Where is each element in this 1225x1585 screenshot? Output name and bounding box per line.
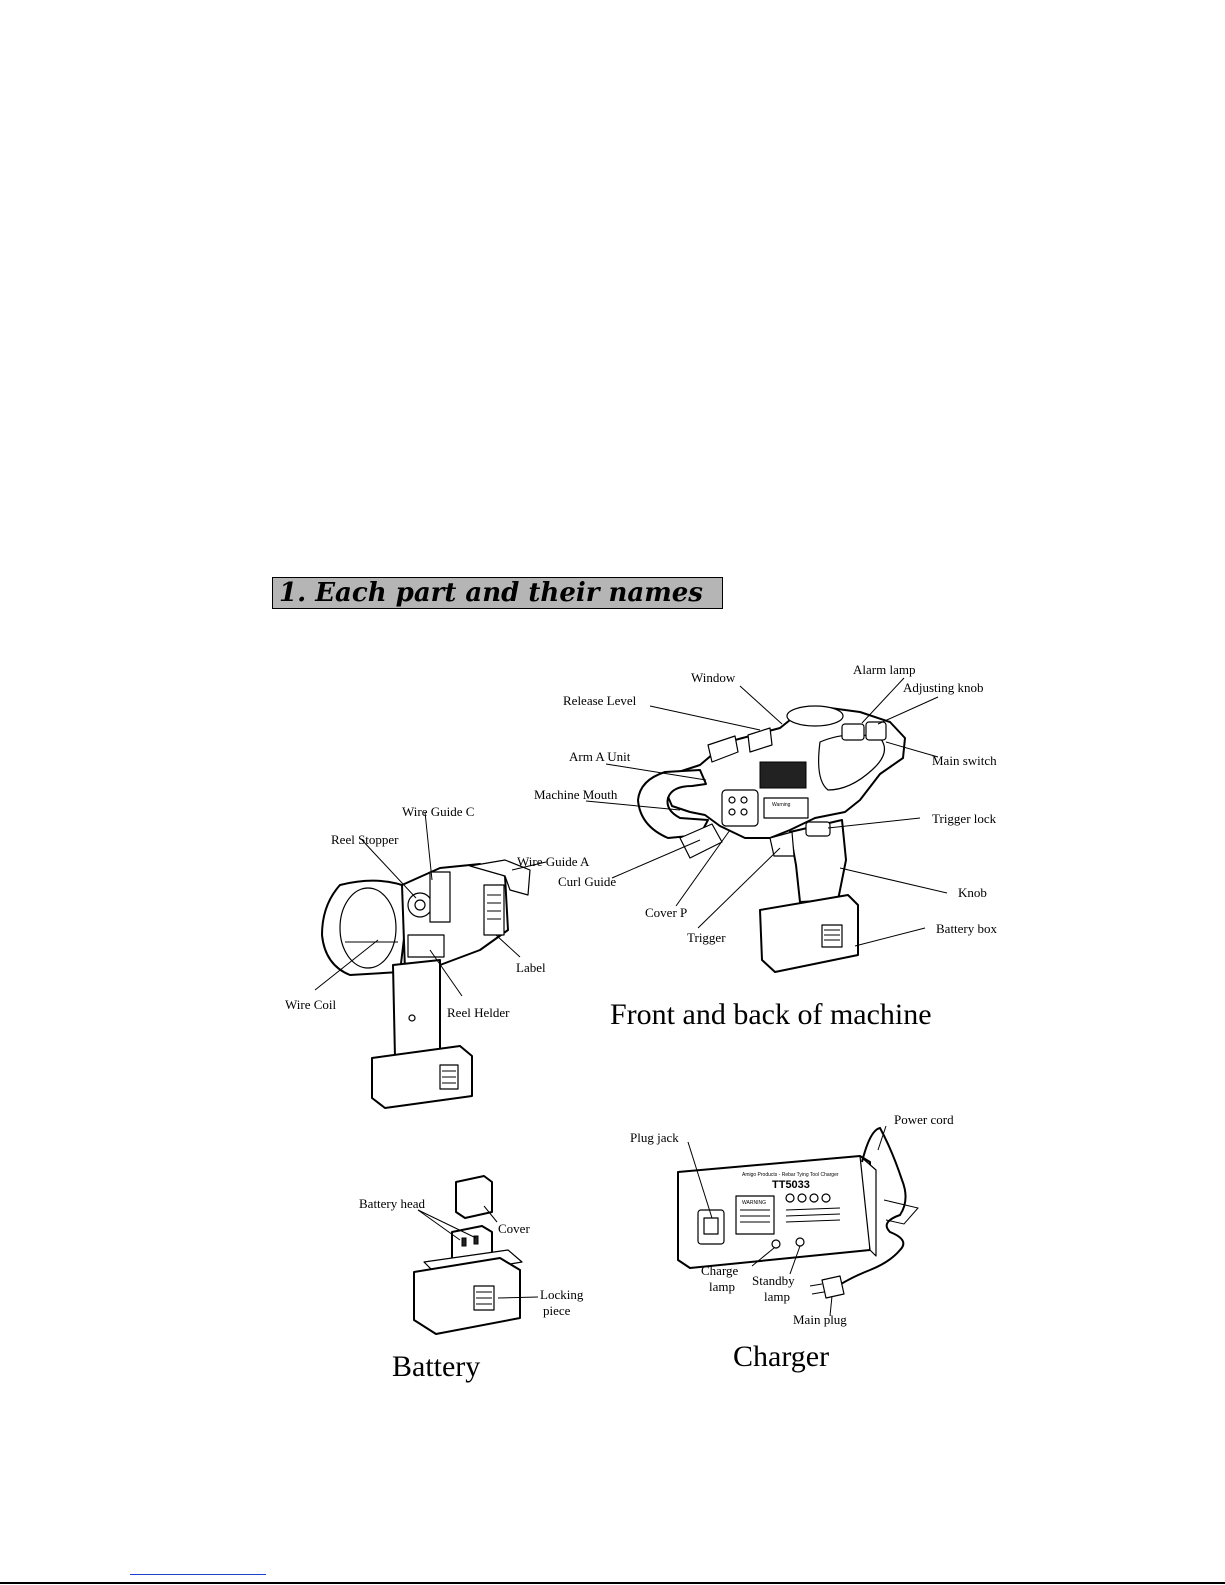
charger-model: TT5033: [772, 1179, 810, 1191]
label-trigger: Trigger: [687, 930, 726, 945]
label-reel-helder: Reel Helder: [447, 1005, 510, 1020]
back-machine-drawing: [321, 859, 531, 1109]
label-alarm-lamp: Alarm lamp: [853, 662, 915, 677]
label-window: Window: [691, 670, 736, 685]
label-charge-lamp: lamp: [709, 1279, 735, 1294]
label-main-switch: Main switch: [932, 753, 997, 768]
label-battery-head: Battery head: [359, 1196, 426, 1211]
front-machine-drawing: Warning: [637, 705, 906, 973]
charger-drawing: Amigo Products - Rebar Tying Tool Charge…: [677, 1126, 919, 1299]
charger-leaders: [687, 1125, 887, 1317]
label-trigger-lock: Trigger lock: [932, 811, 997, 826]
label-charge: Charge: [701, 1263, 739, 1278]
label-main-plug: Main plug: [793, 1312, 847, 1327]
label-cover: Cover: [498, 1221, 530, 1236]
label-wire-guide-a: Wire Guide A: [517, 854, 590, 869]
label-wire-guide-c: Wire Guide C: [402, 804, 474, 819]
back-machine-leaders: [314, 811, 547, 997]
caption-front-back: Front and back of machine: [610, 998, 932, 1031]
label-machine-mouth: Machine Mouth: [534, 787, 618, 802]
battery-drawing: [413, 1175, 523, 1335]
label-standby-lamp: lamp: [764, 1289, 790, 1304]
label-standby: Standby: [752, 1273, 795, 1288]
label-plug-jack: Plug jack: [630, 1130, 679, 1145]
caption-charger: Charger: [733, 1340, 829, 1373]
label-arm-a-unit: Arm A Unit: [569, 749, 631, 764]
section-title: 1. Each part and their names: [272, 577, 723, 609]
front-warning-text: Warning: [772, 802, 791, 808]
label-piece: piece: [543, 1303, 571, 1318]
footer-link-underline[interactable]: [130, 1574, 266, 1575]
label-adjusting-knob: Adjusting knob: [903, 680, 984, 695]
label-curl-guide: Curl Guide: [558, 874, 616, 889]
label-release-level: Release Level: [563, 693, 637, 708]
label-cover-p: Cover P: [645, 905, 687, 920]
caption-battery: Battery: [392, 1350, 480, 1383]
label-label: Label: [516, 960, 546, 975]
label-power-cord: Power cord: [894, 1112, 954, 1127]
label-battery-box: Battery box: [936, 921, 998, 936]
front-machine-leaders: [585, 677, 948, 947]
charger-header-text: Amigo Products - Rebar Tying Tool Charge…: [742, 1172, 839, 1178]
label-reel-stopper: Reel Stopper: [331, 832, 399, 847]
charger-warning-text: WARNING: [742, 1200, 766, 1206]
label-locking: Locking: [540, 1287, 584, 1302]
bottom-rule: [0, 1582, 1225, 1584]
label-wire-coil: Wire Coil: [285, 997, 336, 1012]
label-knob: Knob: [958, 885, 987, 900]
battery-leaders: [417, 1205, 539, 1299]
